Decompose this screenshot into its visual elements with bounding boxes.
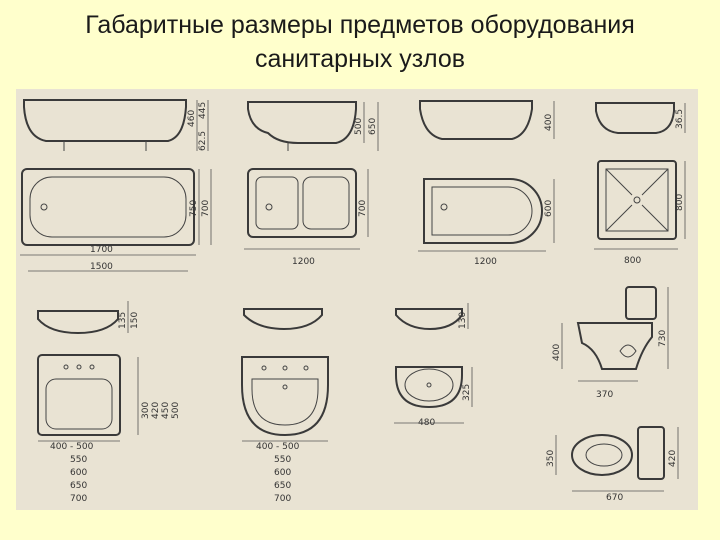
bathtub-1200: 500 650 700 1200 <box>244 101 379 267</box>
shower-tray-side <box>595 102 675 134</box>
dim-wctop-350: 350 <box>546 450 556 467</box>
washbasin-1-top <box>37 354 121 436</box>
dim-wb1-150: 150 <box>130 312 140 329</box>
bathtub-round-top <box>423 178 543 244</box>
shower-tray-top <box>597 160 677 240</box>
dim-wb1-420: 420 <box>151 402 161 419</box>
dim-round-600: 600 <box>544 200 554 217</box>
bathtub-1200-side <box>247 101 357 144</box>
bathtub-1700: 460 445 62.5 750 700 1700 1500 <box>20 99 212 272</box>
dim-round-400: 400 <box>544 114 554 131</box>
drawing-plate: 460 445 62.5 750 700 1700 1500 500 650 7… <box>16 89 698 510</box>
washbasin-3: 130 325 480 <box>394 303 473 428</box>
sanitary-drawing: 460 445 62.5 750 700 1700 1500 500 650 7… <box>20 99 686 504</box>
dim-wb1-600: 600 <box>70 468 87 478</box>
dim-bath1700-625: 62.5 <box>198 131 208 151</box>
dim-bath1700-1700: 1700 <box>90 245 113 255</box>
wc-seat <box>571 434 633 476</box>
dim-bath1200-700: 700 <box>358 200 368 217</box>
dim-tray-365: 36.5 <box>675 109 685 129</box>
washbasin-3-side <box>395 308 463 331</box>
wc-side: 400 730 370 <box>552 286 669 400</box>
washbasin-2-side <box>243 308 323 331</box>
dim-wctop-420: 420 <box>668 450 678 467</box>
dim-wb1-450: 450 <box>161 402 171 419</box>
washbasin-3-top <box>395 366 463 409</box>
bathtub-round-side <box>419 100 533 140</box>
dim-wc-370: 370 <box>596 390 613 400</box>
dim-wb2-600: 600 <box>274 468 291 478</box>
dim-bath1700-1500: 1500 <box>90 262 113 272</box>
dim-bath1700-460: 460 <box>187 110 197 127</box>
dim-wb1-range: 400 - 500 <box>50 442 94 452</box>
dim-wb2-650: 650 <box>274 481 291 491</box>
wc-cistern-top <box>637 426 665 480</box>
dim-tray-800h: 800 <box>624 256 641 266</box>
dim-wc-730: 730 <box>658 330 668 347</box>
dim-wb1-135: 135 <box>118 312 128 329</box>
dim-wb1-550: 550 <box>70 455 87 465</box>
bathtub-1200-top <box>247 168 357 238</box>
title-line-1: Габаритные размеры предметов оборудовани… <box>85 11 635 39</box>
dim-wb2-550: 550 <box>274 455 291 465</box>
dim-wb2-range: 400 - 500 <box>256 442 300 452</box>
dim-wb1-300: 300 <box>141 402 151 419</box>
shower-tray: 36.5 800 800 <box>594 102 686 266</box>
slide-title: Габаритные размеры предметов оборудовани… <box>0 8 720 76</box>
washbasin-2: 400 - 500 550 600 650 700 <box>241 308 329 504</box>
dim-wb3-480: 480 <box>418 418 435 428</box>
dim-wctop-670: 670 <box>606 493 623 503</box>
dim-wb2-700: 700 <box>274 494 291 504</box>
title-line-2: санитарных узлов <box>254 45 466 73</box>
wc-cistern <box>625 286 657 320</box>
dim-bath1700-445: 445 <box>198 102 208 119</box>
dim-wb1-700: 700 <box>70 494 87 504</box>
dim-wc-400: 400 <box>552 344 562 361</box>
dim-bath1200-500: 500 <box>354 118 364 135</box>
dim-wb3-130: 130 <box>458 312 468 329</box>
washbasin-2-top <box>241 356 329 437</box>
washbasin-1: 135 150 300 420 450 500 400 - 500 550 60… <box>37 301 181 504</box>
dim-wb1-650: 650 <box>70 481 87 491</box>
wc-bowl-side <box>576 322 653 370</box>
wc-top: 350 420 670 <box>546 426 679 503</box>
dim-bath1200-650: 650 <box>368 118 378 135</box>
bathtub-round: 400 600 1200 <box>418 100 555 267</box>
dim-wb3-325: 325 <box>462 384 472 401</box>
dim-round-1200: 1200 <box>474 257 497 267</box>
bathtub-1700-side <box>23 99 187 142</box>
dim-wb1-500: 500 <box>171 402 181 419</box>
dim-bath1700-700: 700 <box>201 200 211 217</box>
dim-bath1700-750: 750 <box>189 200 199 217</box>
dim-tray-800v: 800 <box>675 194 685 211</box>
bathtub-1700-top <box>21 168 195 246</box>
washbasin-1-side <box>37 310 119 335</box>
dim-bath1200-1200: 1200 <box>292 257 315 267</box>
